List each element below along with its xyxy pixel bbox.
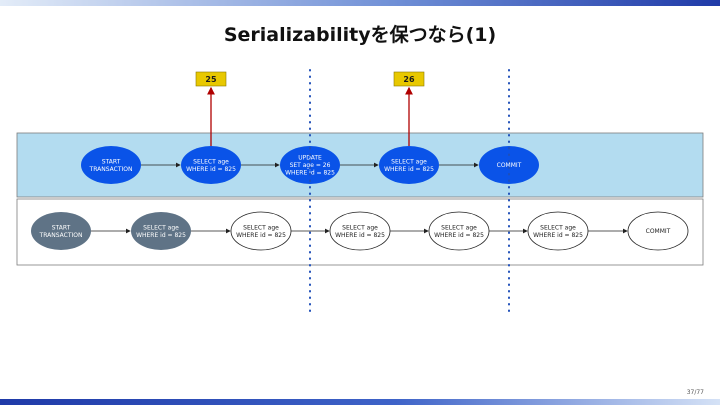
transaction-b-step-label-line: WHERE id = 825: [434, 232, 484, 239]
transaction-a-step-label-line: WHERE id = 825: [384, 166, 434, 173]
transaction-b-step: [527, 211, 589, 251]
transaction-a-step-label-line: UPDATE: [298, 155, 322, 162]
transaction-b-step: [329, 211, 391, 251]
slide-title: Serializabilityを保つなら(1): [223, 24, 497, 46]
transaction-a-step: [479, 146, 539, 184]
transaction-a-step-label-line: COMMIT: [497, 162, 522, 169]
bottom-accent-bar: [0, 399, 720, 405]
transaction-a-step-label-line: SELECT age: [391, 158, 427, 165]
transaction-b-step-label-line: SELECT age: [342, 224, 378, 231]
page-number: 37/77: [686, 389, 704, 396]
transaction-b-step-label-line: SELECT age: [441, 224, 477, 231]
transaction-a-step-label-line: SET age = 26: [290, 162, 331, 169]
transaction-a-step-label-line: WHERE id = 825: [285, 170, 335, 177]
transaction-b-step: [31, 212, 91, 250]
top-accent-bar: [0, 0, 720, 6]
transaction-b-step: [230, 211, 292, 251]
read-value: 26: [403, 75, 415, 84]
transaction-a-step-label-line: WHERE id = 825: [186, 166, 236, 173]
transaction-b-step-label-line: SELECT age: [540, 224, 576, 231]
transaction-a-step-label-line: TRANSACTION: [89, 166, 133, 173]
transaction-b-step-label-line: TRANSACTION: [39, 232, 83, 239]
transaction-b-step-label-line: COMMIT: [646, 228, 671, 235]
transaction-b-step: [428, 211, 490, 251]
transaction-a-step-label-line: SELECT age: [193, 158, 229, 165]
transaction-b-step-label-line: START: [52, 224, 71, 231]
transaction-a-step: [181, 146, 241, 184]
transaction-b-step-label-line: WHERE id = 825: [236, 232, 286, 239]
transaction-b-step: [131, 212, 191, 250]
transaction-b-step-label-line: SELECT age: [243, 224, 279, 231]
read-value-box: [393, 71, 425, 87]
transaction-a-step-label-line: START: [102, 158, 121, 165]
read-value-box: [195, 71, 227, 87]
read-value: 25: [205, 75, 217, 84]
transaction-b-step-label-line: WHERE id = 825: [136, 232, 186, 239]
transaction-b-step: [627, 211, 689, 251]
transaction-a-step: [280, 146, 340, 184]
transaction-a-step: [379, 146, 439, 184]
transaction-b-step-label-line: WHERE id = 825: [335, 232, 385, 239]
transaction-a-step: [81, 146, 141, 184]
transaction-b-step-label-line: SELECT age: [143, 224, 179, 231]
transaction-b-step-label-line: WHERE id = 825: [533, 232, 583, 239]
